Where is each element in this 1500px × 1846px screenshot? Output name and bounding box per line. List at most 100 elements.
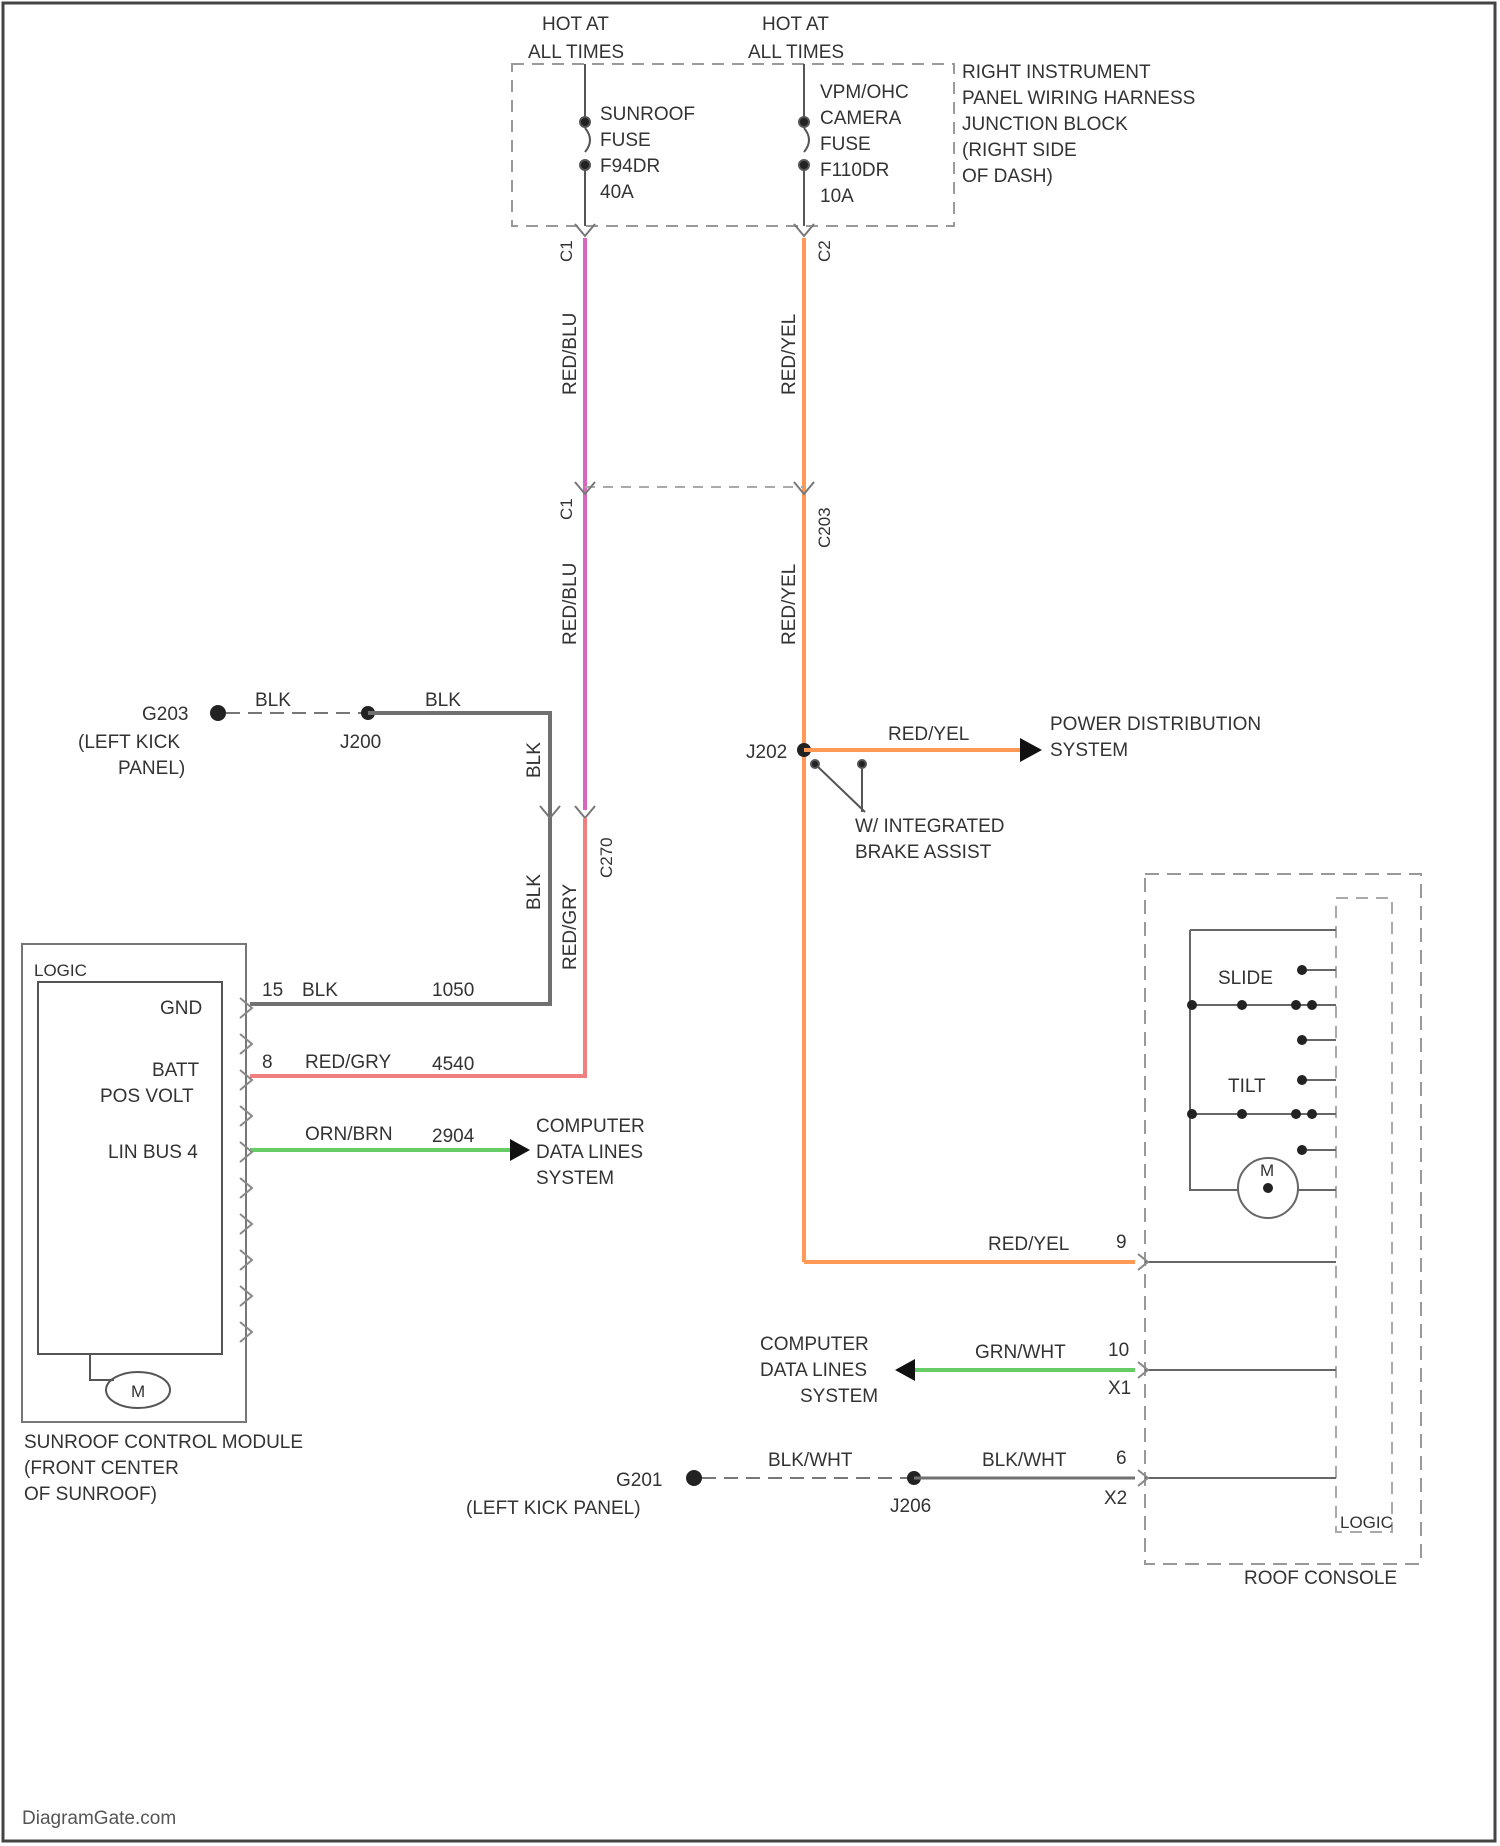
fuse1-label-4: 40A	[600, 182, 634, 203]
wire-label-red-gry-h: RED/GRY	[305, 1052, 392, 1073]
roof-console-pins	[1138, 1254, 1148, 1486]
fuse2-label-2: CAMERA	[820, 108, 902, 129]
ground-g203-sub-2: PANEL)	[118, 758, 185, 779]
labels: HOT AT ALL TIMES HOT AT ALL TIMES SUNROO…	[24, 14, 1397, 1589]
fuse2-label-3: FUSE	[820, 134, 871, 155]
roof-console	[1145, 874, 1421, 1564]
cdl2-label-1: COMPUTER	[760, 1334, 869, 1355]
pin-8-label: 8	[262, 1052, 273, 1073]
module-batt-label-2: POS VOLT	[100, 1086, 194, 1107]
fuse1-label-2: FUSE	[600, 130, 651, 151]
page-border	[3, 3, 1495, 1841]
module-logic-tag: LOGIC	[34, 961, 87, 980]
wire-blk	[250, 713, 550, 1004]
module-motor-leads	[90, 1354, 114, 1380]
wire-label-red-blu-1: RED/BLU	[560, 313, 581, 395]
splice-j202-label: J202	[746, 742, 787, 763]
arrow-cdl-1	[510, 1139, 530, 1161]
wire-label-red-yel-pd: RED/YEL	[888, 724, 969, 745]
wire-label-blk-wht-1: BLK/WHT	[768, 1450, 853, 1471]
wire-label-red-yel-1: RED/YEL	[779, 314, 800, 395]
cdl1-label-3: SYSTEM	[536, 1168, 614, 1189]
switch-slide-label: SLIDE	[1218, 968, 1273, 989]
sunroof-control-module	[22, 944, 246, 1422]
arrow-cdl-2	[895, 1359, 915, 1381]
pin-c1-top: C1	[557, 240, 576, 262]
cdl1-label-1: COMPUTER	[536, 1116, 645, 1137]
brake-assist-label-2: BRAKE ASSIST	[855, 842, 992, 863]
ground-g201-sub: (LEFT KICK PANEL)	[466, 1498, 641, 1519]
hot-label-1: HOT AT	[542, 14, 609, 35]
circuit-2904-label: 2904	[432, 1126, 475, 1147]
circuit-1050-label: 1050	[432, 980, 474, 1001]
sunroof-fuse	[580, 64, 590, 226]
fuse2-label-5: 10A	[820, 186, 854, 207]
ground-g203-sub-1: (LEFT KICK	[78, 732, 180, 753]
wire-label-red-yel-rc: RED/YEL	[988, 1234, 1069, 1255]
ground-g203-label: G203	[142, 704, 188, 725]
fuse1-label-1: SUNROOF	[600, 104, 695, 125]
brake-assist-label-1: W/ INTEGRATED	[855, 816, 1005, 837]
roof-motor-hub	[1263, 1183, 1273, 1193]
scm-label-2: (FRONT CENTER	[24, 1458, 179, 1479]
jb-label-4: (RIGHT SIDE	[962, 140, 1077, 161]
power-distribution-label-1: POWER DISTRIBUTION	[1050, 714, 1261, 735]
switch-contacts	[1187, 965, 1317, 1155]
wire-red-gry	[250, 818, 585, 1076]
wire-label-blk-3: BLK	[524, 742, 545, 778]
wire-label-red-yel-2: RED/YEL	[779, 564, 800, 645]
pin-x1-label: X1	[1108, 1378, 1131, 1399]
wire-label-blk-2: BLK	[425, 690, 461, 711]
wire-label-blk-4: BLK	[524, 874, 545, 910]
connector-c270-label: C270	[597, 837, 616, 878]
wire-label-blk-gnd: BLK	[302, 980, 338, 1001]
pin-15-label: 15	[262, 980, 283, 1001]
ground-g201-icon	[686, 1470, 702, 1486]
pin-c1-mid: C1	[557, 498, 576, 520]
scm-label-1: SUNROOF CONTROL MODULE	[24, 1432, 303, 1453]
circuit-4540-label: 4540	[432, 1054, 474, 1075]
switch-tilt-label: TILT	[1228, 1076, 1266, 1097]
scm-label-3: OF SUNROOF)	[24, 1484, 157, 1505]
wire-label-blk-1: BLK	[255, 690, 291, 711]
jb-label-3: JUNCTION BLOCK	[962, 114, 1128, 135]
roof-console-logic-label: LOGIC	[1340, 1513, 1393, 1532]
splice-j206-label: J206	[890, 1496, 931, 1517]
cdl2-label-3: SYSTEM	[800, 1386, 878, 1407]
fuse2-label-1: VPM/OHC	[820, 82, 909, 103]
ground-g203-icon	[210, 705, 226, 721]
hot-label-1b: ALL TIMES	[528, 42, 624, 63]
wire-label-grn-wht: GRN/WHT	[975, 1342, 1066, 1363]
roof-motor-label: M	[1260, 1161, 1274, 1180]
wire-label-blk-wht-2: BLK/WHT	[982, 1450, 1067, 1471]
module-logic-box	[38, 982, 222, 1354]
module-lin-label: LIN BUS 4	[108, 1142, 198, 1163]
wire-label-red-gry-v: RED/GRY	[560, 883, 581, 970]
pin-c2-mid: C203	[815, 507, 834, 548]
pin-10-label: 10	[1108, 1340, 1129, 1361]
pin-6-label: 6	[1116, 1448, 1127, 1469]
fuse2-label-4: F110DR	[820, 160, 889, 181]
watermark: DiagramGate.com	[22, 1808, 176, 1830]
integrated-brake-assist-switch	[811, 760, 866, 812]
module-batt-label-1: BATT	[152, 1060, 200, 1081]
power-distribution-label-2: SYSTEM	[1050, 740, 1128, 761]
roof-console-label: ROOF CONSOLE	[1244, 1568, 1397, 1589]
pin-x2-label: X2	[1104, 1488, 1127, 1509]
fuse1-label-3: F94DR	[600, 156, 660, 177]
arrow-power-distribution	[1020, 738, 1042, 762]
pin-c2-top: C2	[815, 240, 834, 262]
camera-fuse	[799, 64, 809, 226]
cdl2-label-2: DATA LINES	[760, 1360, 867, 1381]
roof-console-logic	[1336, 898, 1392, 1532]
wire-label-orn-brn: ORN/BRN	[305, 1124, 393, 1145]
module-gnd-label: GND	[160, 998, 202, 1019]
wire-label-red-blu-2: RED/BLU	[560, 563, 581, 645]
hot-label-2b: ALL TIMES	[748, 42, 844, 63]
jb-label-5: OF DASH)	[962, 166, 1053, 187]
hot-label-2: HOT AT	[762, 14, 829, 35]
cdl1-label-2: DATA LINES	[536, 1142, 643, 1163]
switch-assembly	[1145, 930, 1336, 1478]
splice-j200-label: J200	[340, 732, 381, 753]
